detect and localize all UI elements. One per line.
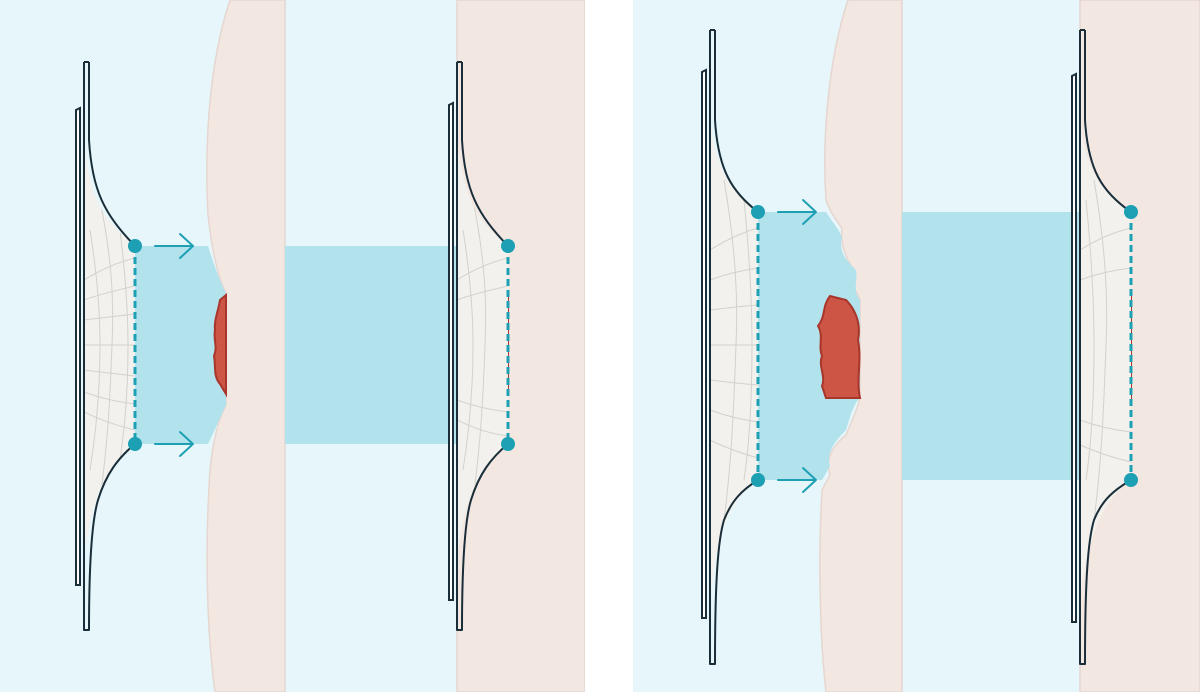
skin-barrier <box>75 61 136 631</box>
seal-point-icon <box>751 205 765 219</box>
flange-inner <box>1079 30 1132 665</box>
flange-outer <box>75 106 81 586</box>
flange-outer <box>448 101 454 601</box>
arrow-right-icon <box>777 467 817 493</box>
flange-outer <box>1071 72 1077 623</box>
skin-barrier <box>1071 29 1132 665</box>
adhesive-texture <box>1079 179 1132 521</box>
arrow-right-icon <box>777 199 817 225</box>
seal-point-icon <box>1124 473 1138 487</box>
skin-body <box>819 0 903 692</box>
adhesive-layer <box>710 120 758 600</box>
fluid-band <box>758 212 860 480</box>
arrow-right-icon <box>154 431 194 457</box>
flange-inner <box>456 62 509 631</box>
fluid-band <box>902 212 1080 480</box>
seal-point-icon <box>501 239 515 253</box>
adhesive-texture <box>709 179 759 521</box>
flange-inner <box>83 62 136 631</box>
panel-divider <box>585 0 633 692</box>
flange-outer <box>701 68 707 619</box>
panel-left <box>0 0 586 692</box>
wound <box>816 294 862 399</box>
seal-point-icon <box>501 437 515 451</box>
seal-point-icon <box>1124 205 1138 219</box>
panel-right <box>633 0 1200 692</box>
arrow-right-icon <box>154 233 194 259</box>
fluid-band <box>135 246 226 444</box>
adhesive-texture <box>84 199 135 501</box>
seal-point-icon <box>128 437 142 451</box>
adhesive-texture <box>457 199 508 501</box>
flange-inner <box>709 30 759 665</box>
seal-point-icon <box>751 473 765 487</box>
skin-barrier <box>701 29 759 665</box>
skin-barrier <box>448 61 509 631</box>
seal-point-icon <box>128 239 142 253</box>
fluid-band <box>285 246 457 444</box>
wound <box>212 292 227 398</box>
